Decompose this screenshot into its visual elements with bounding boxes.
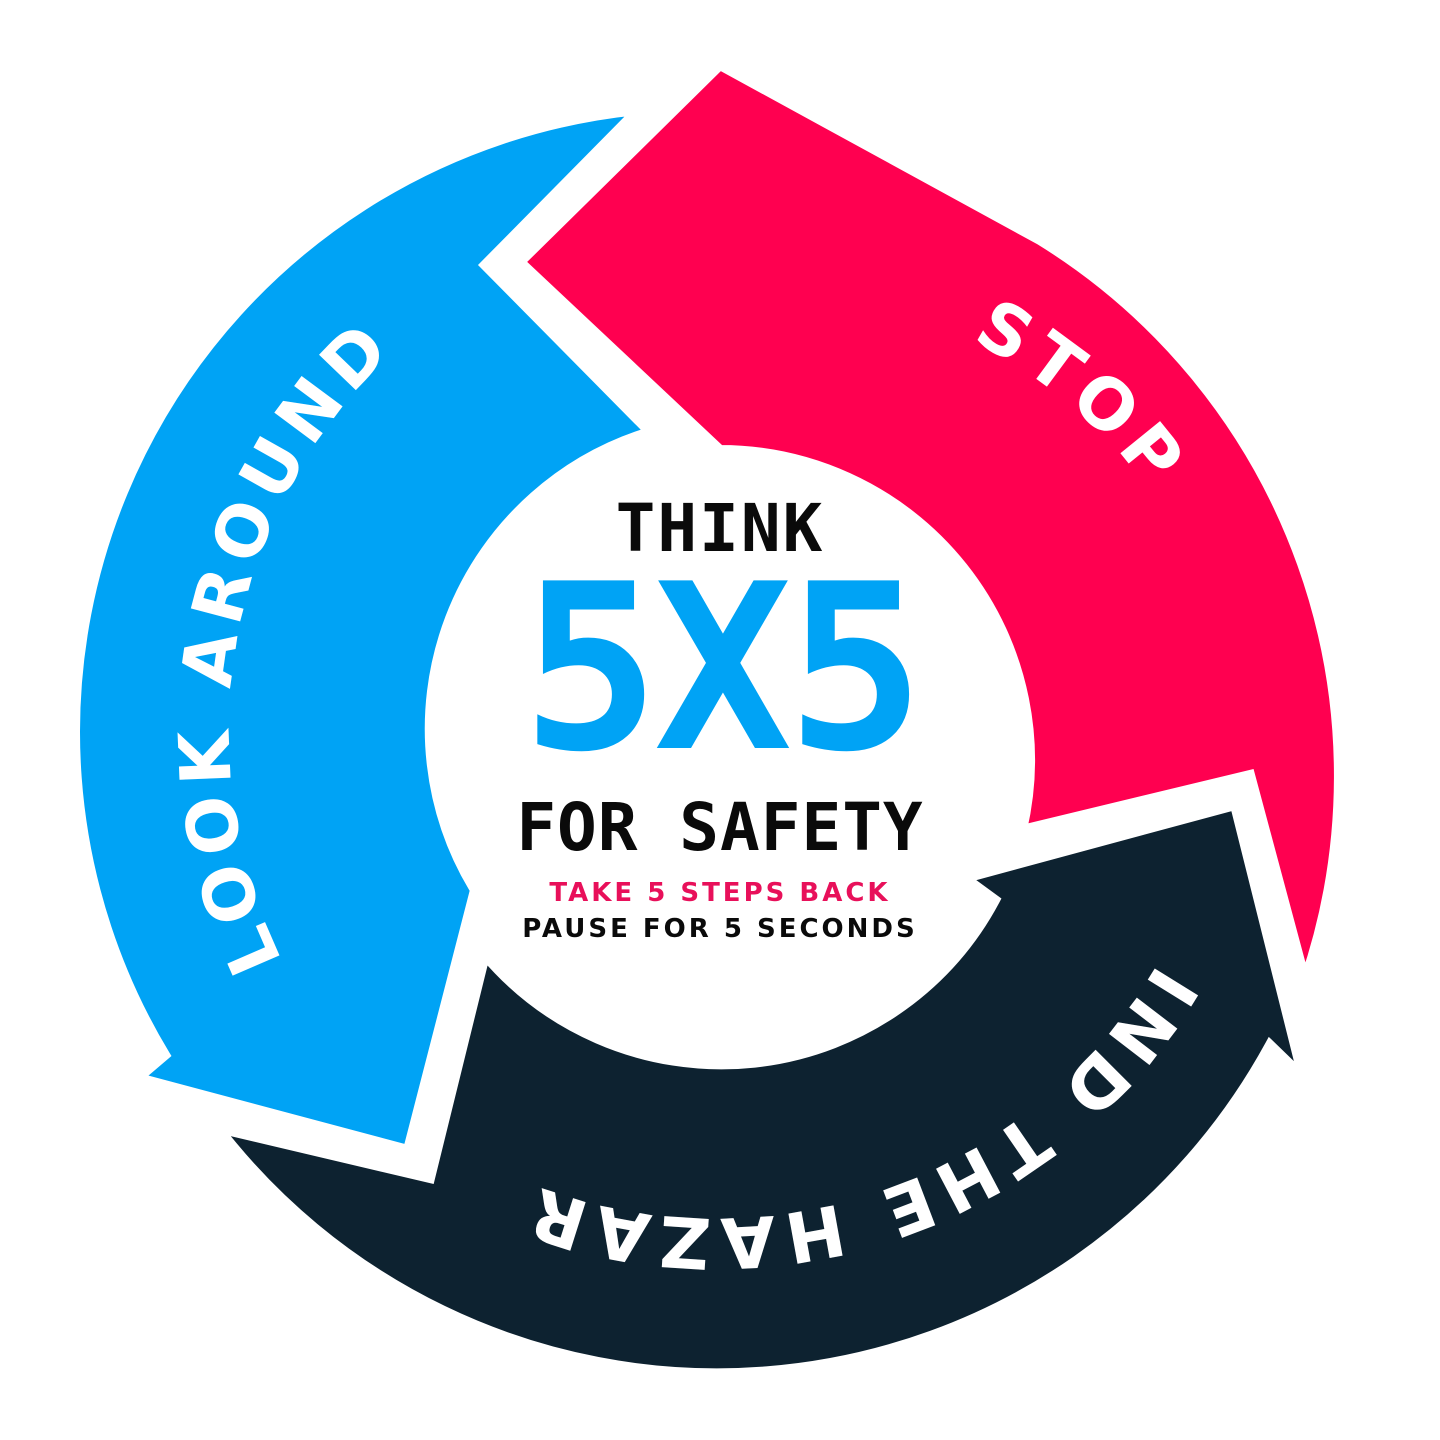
look-around-arrow [70, 103, 660, 1157]
title-think: THINK [615, 490, 825, 567]
title-5x5: 5X5 [521, 536, 924, 803]
find-the-hazard-arrow [205, 798, 1313, 1379]
subtitle-take-steps: TAKE 5 STEPS BACK [549, 878, 891, 908]
subtitle-pause-seconds: PAUSE FOR 5 SECONDS [522, 914, 918, 944]
stop-arrow [512, 58, 1344, 998]
title-for-safety: FOR SAFETY [516, 789, 924, 866]
